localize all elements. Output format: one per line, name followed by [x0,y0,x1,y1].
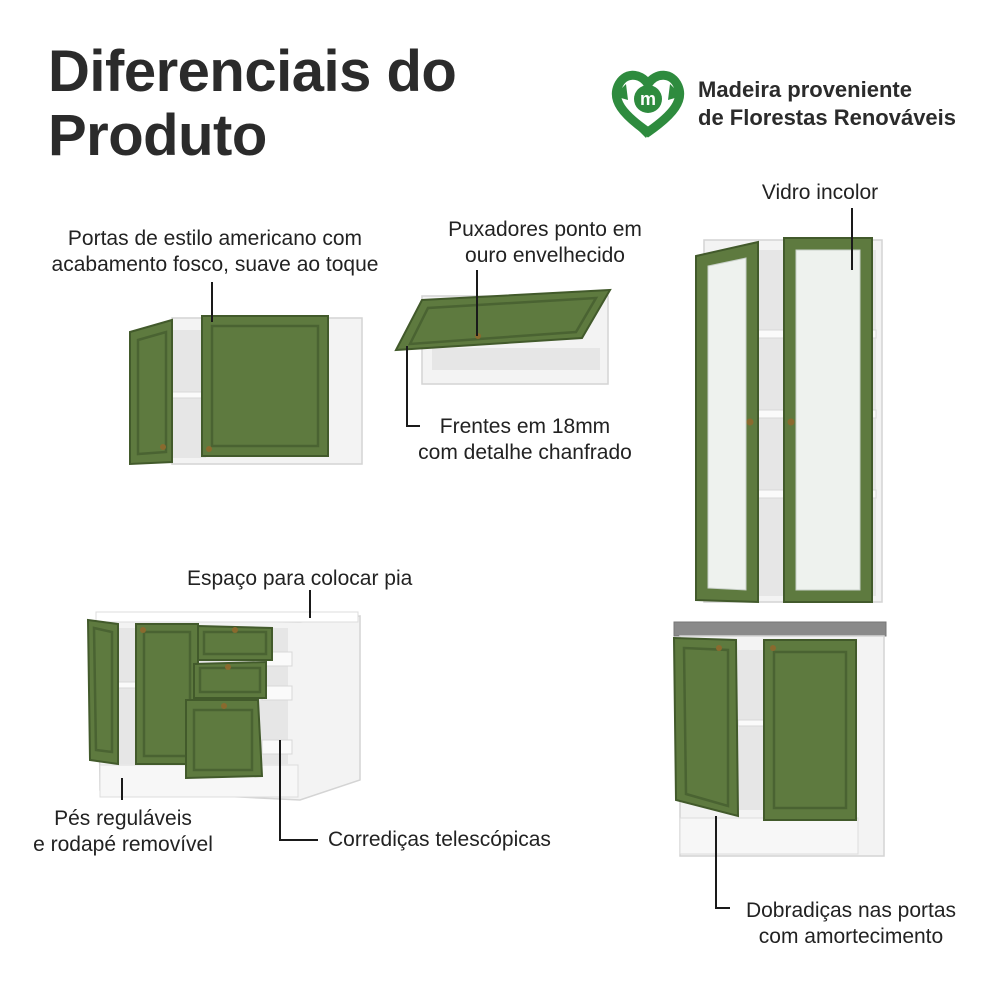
label-dobradicas: Dobradiças nas portas com amortecimento [745,899,957,948]
label-vidro: Vidro incolor [761,181,879,204]
label-puxadores: Puxadores ponto em ouro envelhecido [448,218,642,267]
sink-base-cabinet [86,611,361,801]
label-corredicas: Corrediças telescópicas [328,828,551,851]
tall-glass-cabinet [695,237,883,604]
upper-cabinet-lift-door [394,288,612,385]
callout-lines [121,208,853,909]
label-pes: Pés reguláveis e rodapé removível [33,807,213,856]
page-title: Diferenciais do Produto [48,39,457,168]
base-cabinet-countertop [672,621,887,857]
badge-text: Madeira proveniente de Florestas Renováv… [698,77,957,130]
upper-cabinet-two-doors [129,315,363,466]
label-espaco: Espaço para colocar pia [187,567,413,590]
label-portas: Portas de estilo americano com acabament… [51,227,379,276]
recycle-m-icon: m [611,70,685,138]
label-frentes: Frentes em 18mm com detalhe chanfrado [418,415,632,464]
svg-text:m: m [640,89,656,109]
